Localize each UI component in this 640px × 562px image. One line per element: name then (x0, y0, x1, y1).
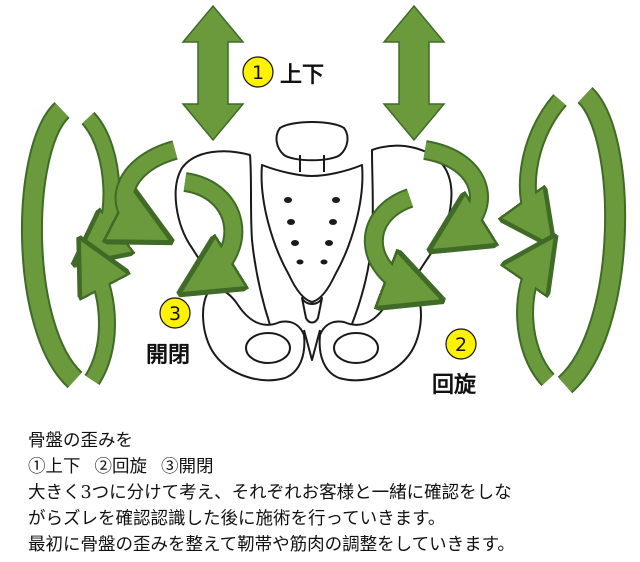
caption-line-4: がらズレを確認認識した後に施術を行っていきます。 (28, 509, 446, 529)
right-double-arrow-icon (382, 4, 446, 142)
caption: 骨盤の歪みを ①上下 ②回旋 ③開閉 大きく3つに分けて考え、それぞれお客様と一緒に… (28, 428, 628, 558)
up-down-arrows (181, 4, 446, 142)
pelvis-distortion-diagram: 1 上下 3 開閉 2 回旋 (21, 4, 627, 398)
caption-line-2: ①上下 ②回旋 ③開閉 (28, 454, 628, 480)
open-close-arrows (125, 140, 479, 290)
right-rotation-loop-icon (525, 86, 627, 394)
lumbar-vertebra (275, 121, 349, 162)
badge-2 (445, 328, 477, 360)
caption-line-5: 最初に骨盤の歪みを整えて靭帯や筋肉の調整をしていきます。 (28, 535, 515, 555)
caption-item-open-close: ③開閉 (161, 457, 214, 477)
caption-item-rotation: ②回旋 (94, 457, 148, 477)
label-rotation-text: 回旋 (432, 372, 477, 398)
rotation-loops (21, 86, 627, 394)
label-open-close-text: 開閉 (146, 343, 190, 368)
left-rotation-loop-icon (21, 102, 112, 389)
label-open-close: 3 開閉 (146, 297, 191, 368)
label-up-down-text: 上下 (280, 63, 324, 88)
pelvis-illustration (174, 121, 453, 382)
badge-2-number: 2 (455, 334, 467, 356)
badge-3 (159, 297, 191, 329)
left-double-arrow-icon (181, 4, 245, 142)
caption-item-up-down: ①上下 (28, 457, 81, 477)
badge-3-number: 3 (169, 303, 181, 325)
caption-line-3: 大きく3つに分けて考え、それぞれお客様と一緒に確認をしな (28, 483, 512, 503)
caption-line-1: 骨盤の歪みを (28, 431, 133, 451)
badge-1 (242, 56, 274, 88)
badge-1-number: 1 (252, 62, 264, 84)
coccyx (301, 297, 323, 324)
sacrum (260, 164, 364, 303)
label-up-down: 1 上下 (242, 56, 324, 88)
label-rotation: 2 回旋 (432, 328, 477, 398)
